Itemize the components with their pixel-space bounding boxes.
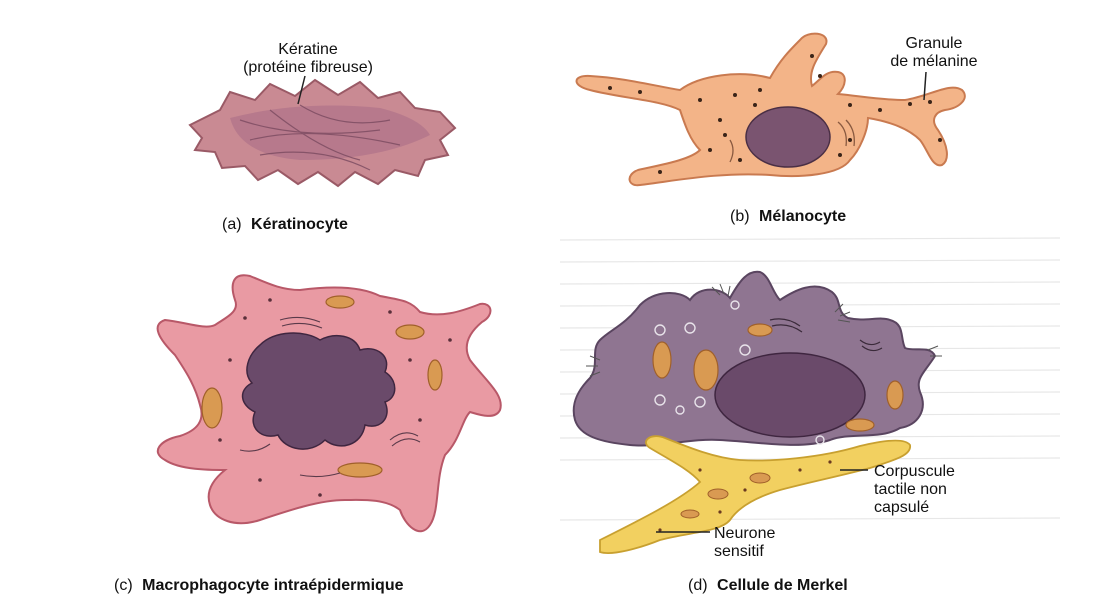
- caption-b: (b) Mélanocyte: [730, 208, 846, 225]
- annotation-granule-line2: de mélanine: [890, 53, 977, 70]
- annotation-neurone-line1: Neurone: [714, 525, 775, 542]
- caption-a-name: Kératinocyte: [251, 216, 348, 233]
- annotation-keratine-line2: (protéine fibreuse): [243, 59, 373, 76]
- caption-a-letter: (a): [222, 216, 242, 233]
- caption-c-name: Macrophagocyte intraépidermique: [142, 577, 403, 594]
- annotation-neurone-line2: sensitif: [714, 543, 764, 560]
- macrophage-illustration: [158, 275, 501, 531]
- caption-d: (d) Cellule de Merkel: [688, 577, 848, 594]
- caption-c: (c) Macrophagocyte intraépidermique: [114, 577, 404, 594]
- caption-d-letter: (d): [688, 577, 708, 594]
- annotation-keratine-line1: Kératine: [278, 41, 338, 58]
- keratinocyte-illustration: [190, 76, 455, 186]
- annotation-granule-line1: Granule: [906, 35, 963, 52]
- caption-a: (a) Kératinocyte: [222, 216, 348, 233]
- merkel-cell-nucleus: [715, 353, 865, 437]
- annotation-corpuscule-line2: tactile non: [874, 481, 947, 498]
- annotation-corpuscule-line1: Corpuscule: [874, 463, 955, 480]
- melanocyte-nucleus: [746, 107, 830, 167]
- caption-c-letter: (c): [114, 577, 133, 594]
- annotation-corpuscule-line3: capsulé: [874, 499, 929, 516]
- caption-b-name: Mélanocyte: [759, 208, 846, 225]
- caption-b-letter: (b): [730, 208, 750, 225]
- caption-d-name: Cellule de Merkel: [717, 577, 848, 594]
